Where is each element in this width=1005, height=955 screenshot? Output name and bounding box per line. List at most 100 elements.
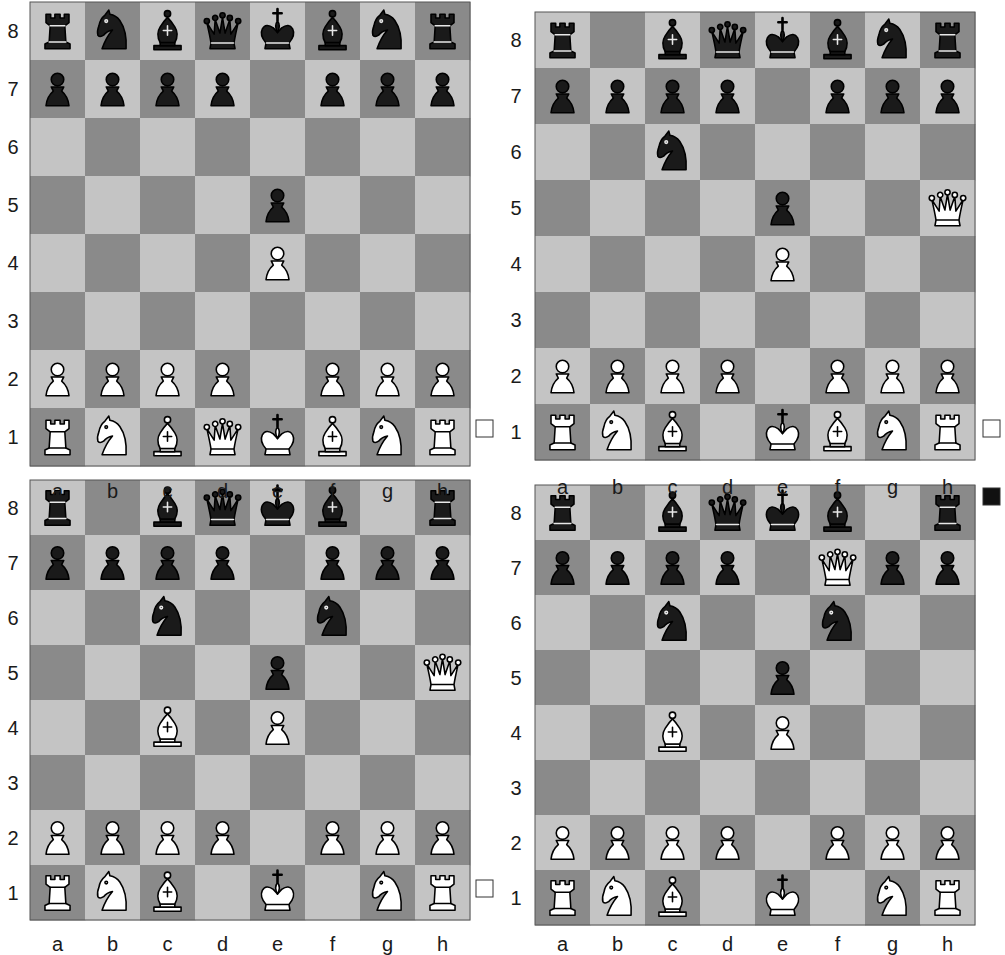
board-border [30,2,470,466]
piece-part [161,547,174,560]
file-label: h [437,934,448,954]
chess-piece [661,827,684,859]
chess-piece [430,420,455,454]
piece-part [941,552,954,565]
rank-label: 5 [7,195,18,215]
piece-part [732,497,737,502]
piece-part [430,420,455,454]
piece-part [321,377,344,396]
board-square [360,865,416,921]
piece-part [961,195,966,200]
piece-part [556,360,569,373]
board-square [755,12,811,69]
chess-piece [819,549,856,585]
piece-part [828,499,847,524]
piece-part [266,203,289,222]
piece-part [321,560,344,579]
board-square [30,590,86,646]
piece-part [323,17,342,42]
chess-piece [550,415,575,449]
piece-part [227,15,232,20]
board-square [360,118,416,177]
board-square [590,404,646,461]
board-square [700,12,756,69]
chess-piece [98,416,127,455]
piece-part [49,887,66,903]
piece-part [276,21,280,32]
piece-part [51,822,64,835]
chess-piece [771,192,794,224]
piece-part [665,611,668,614]
piece-part [611,80,624,93]
board-square [535,68,591,125]
piece-part [661,374,684,393]
chess-piece [771,662,794,694]
chess-piece [603,411,632,450]
piece-part [830,611,833,614]
piece-part [878,19,907,58]
piece-part [772,524,794,526]
board-square [140,755,196,811]
board-square [865,68,921,125]
board-square [700,595,756,651]
board-square [865,815,921,871]
piece-part [163,887,171,896]
chess-piece [716,552,739,584]
piece-part [781,503,785,514]
board-square [415,176,471,235]
piece-part [216,363,229,376]
piece-part [668,727,676,736]
board-square [865,650,921,706]
chess-piece [606,827,629,859]
chess-piece [156,547,179,579]
piece-part [823,602,852,641]
piece-part [105,426,108,429]
board-square [85,118,141,177]
piece-part [436,547,449,560]
board-square [645,292,701,349]
board-square [305,755,361,811]
board-square [415,480,471,536]
board-square [590,760,646,816]
board-square [195,810,251,866]
board-square [415,645,471,701]
chess-piece [551,360,574,392]
piece-part [776,248,789,261]
piece-part [158,17,177,42]
piece-part [781,30,785,41]
piece-part [885,421,888,424]
chess-piece [659,20,686,59]
piece-part [778,410,786,421]
board-square [250,480,306,536]
board-square [810,540,866,596]
piece-part [603,411,632,450]
file-label: g [382,481,393,501]
piece-part [938,192,943,197]
chess-piece [824,492,851,531]
rank-label: 7 [7,553,18,573]
board-square [140,700,196,756]
piece-part [216,73,229,86]
piece-part [160,606,163,609]
piece-part [106,547,119,560]
piece-part [732,24,737,29]
piece-part [329,11,335,17]
piece-part [772,443,794,445]
piece-part [266,670,289,689]
rank-label: 3 [510,310,521,330]
board-square [195,292,251,351]
chess-piece [261,9,293,49]
board-square [195,350,251,409]
piece-part [725,22,730,27]
chess-piece [929,190,966,226]
chess-piece [823,602,852,641]
board-square [645,540,701,596]
piece-part [273,415,281,426]
rank-label: 4 [510,254,521,274]
piece-part [776,662,789,675]
rank-label: 2 [510,833,521,853]
chess-piece [376,822,399,854]
chess-piece [46,73,69,105]
board-square [140,645,196,701]
piece-part [51,547,64,560]
